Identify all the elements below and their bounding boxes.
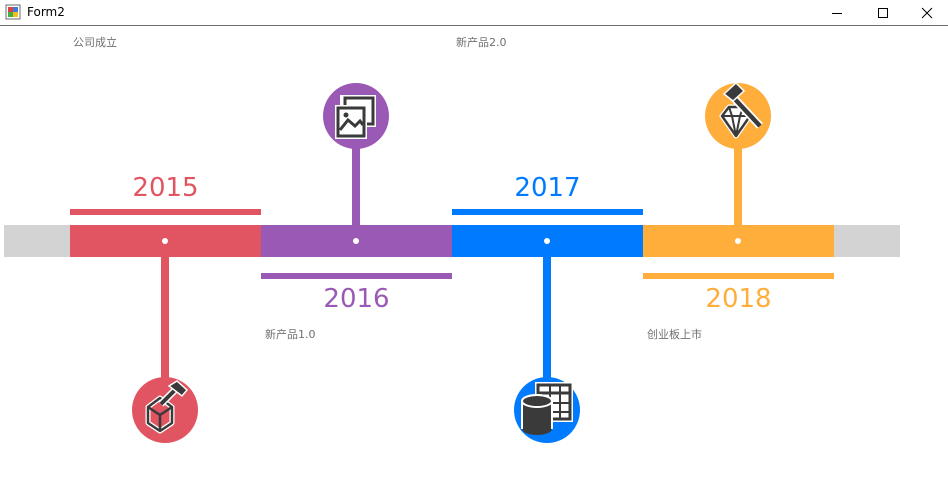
year-bar-2017 bbox=[452, 209, 643, 215]
hammer-gem-icon bbox=[719, 81, 763, 139]
close-button[interactable] bbox=[904, 0, 948, 25]
node-dot-2018 bbox=[735, 238, 741, 244]
node-dot-2016 bbox=[353, 238, 359, 244]
year-label-2015: 2015 bbox=[132, 173, 199, 203]
event-label-2018: 创业板上市 bbox=[647, 328, 702, 341]
node-dot-2015 bbox=[162, 238, 168, 244]
close-icon bbox=[921, 7, 933, 18]
stem-2017 bbox=[543, 241, 551, 379]
year-bar-2015 bbox=[70, 209, 261, 215]
event-label-2015: 公司成立 bbox=[73, 36, 117, 49]
stem-2015 bbox=[161, 241, 169, 379]
event-label-2017: 新产品2.0 bbox=[456, 36, 507, 49]
year-label-2018: 2018 bbox=[705, 284, 772, 314]
year-bar-2018 bbox=[643, 273, 834, 279]
image-gallery-icon bbox=[335, 95, 376, 139]
timeline-graphic bbox=[4, 81, 900, 443]
stem-2016 bbox=[352, 144, 360, 241]
year-label-2017: 2017 bbox=[514, 173, 581, 203]
window-title: Form2 bbox=[27, 5, 65, 19]
maximize-button[interactable] bbox=[860, 0, 906, 25]
database-table-icon bbox=[521, 382, 573, 435]
event-label-2016: 新产品1.0 bbox=[265, 328, 316, 341]
minimize-icon bbox=[832, 12, 842, 14]
timeline-canvas: 2015 2016 2017 2018 公司成立 新产品1.0 新产品2.0 创… bbox=[0, 26, 948, 489]
year-bar-2016 bbox=[261, 273, 452, 279]
stem-2018 bbox=[734, 144, 742, 241]
minimize-button[interactable] bbox=[814, 0, 860, 25]
title-bar[interactable]: Form2 bbox=[0, 0, 948, 26]
node-dot-2017 bbox=[544, 238, 550, 244]
year-label-2016: 2016 bbox=[323, 284, 390, 314]
hammer-box-icon bbox=[145, 380, 189, 434]
app-icon bbox=[5, 4, 21, 20]
maximize-icon bbox=[878, 7, 888, 18]
marker-circle-2015 bbox=[132, 377, 198, 443]
